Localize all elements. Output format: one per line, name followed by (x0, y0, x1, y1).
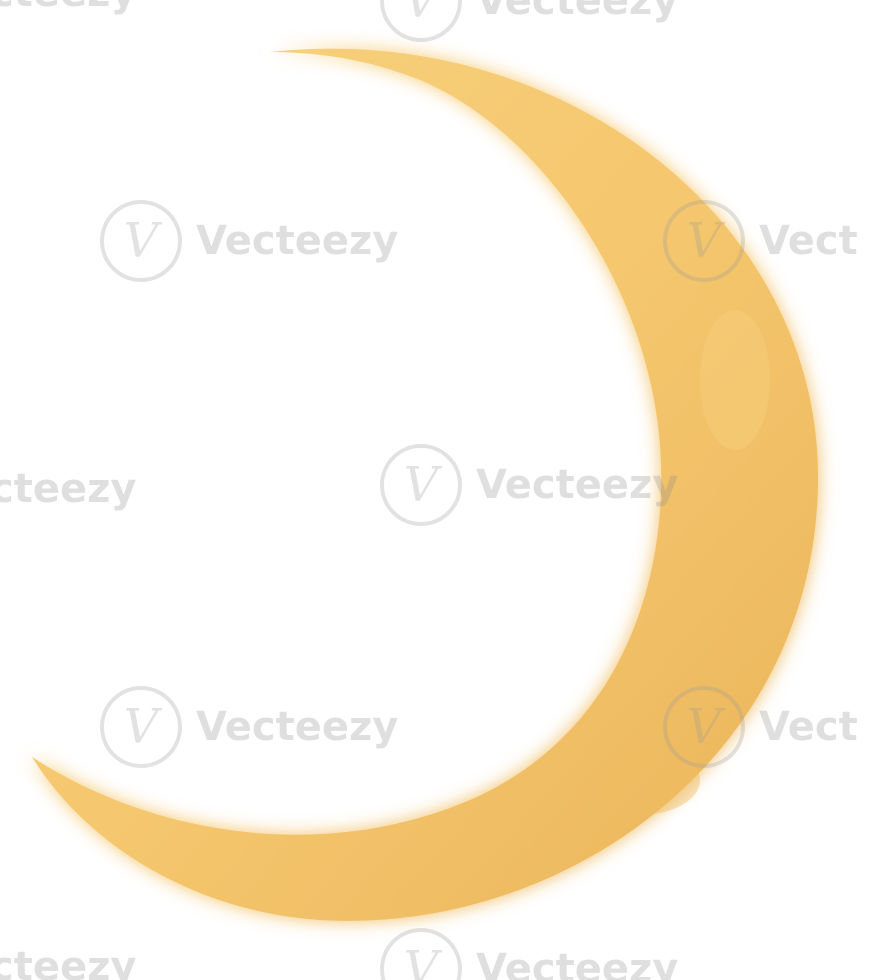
watercolor-blotch (580, 745, 700, 815)
crescent-moon-shape (32, 48, 819, 921)
watercolor-blotch (700, 310, 770, 450)
